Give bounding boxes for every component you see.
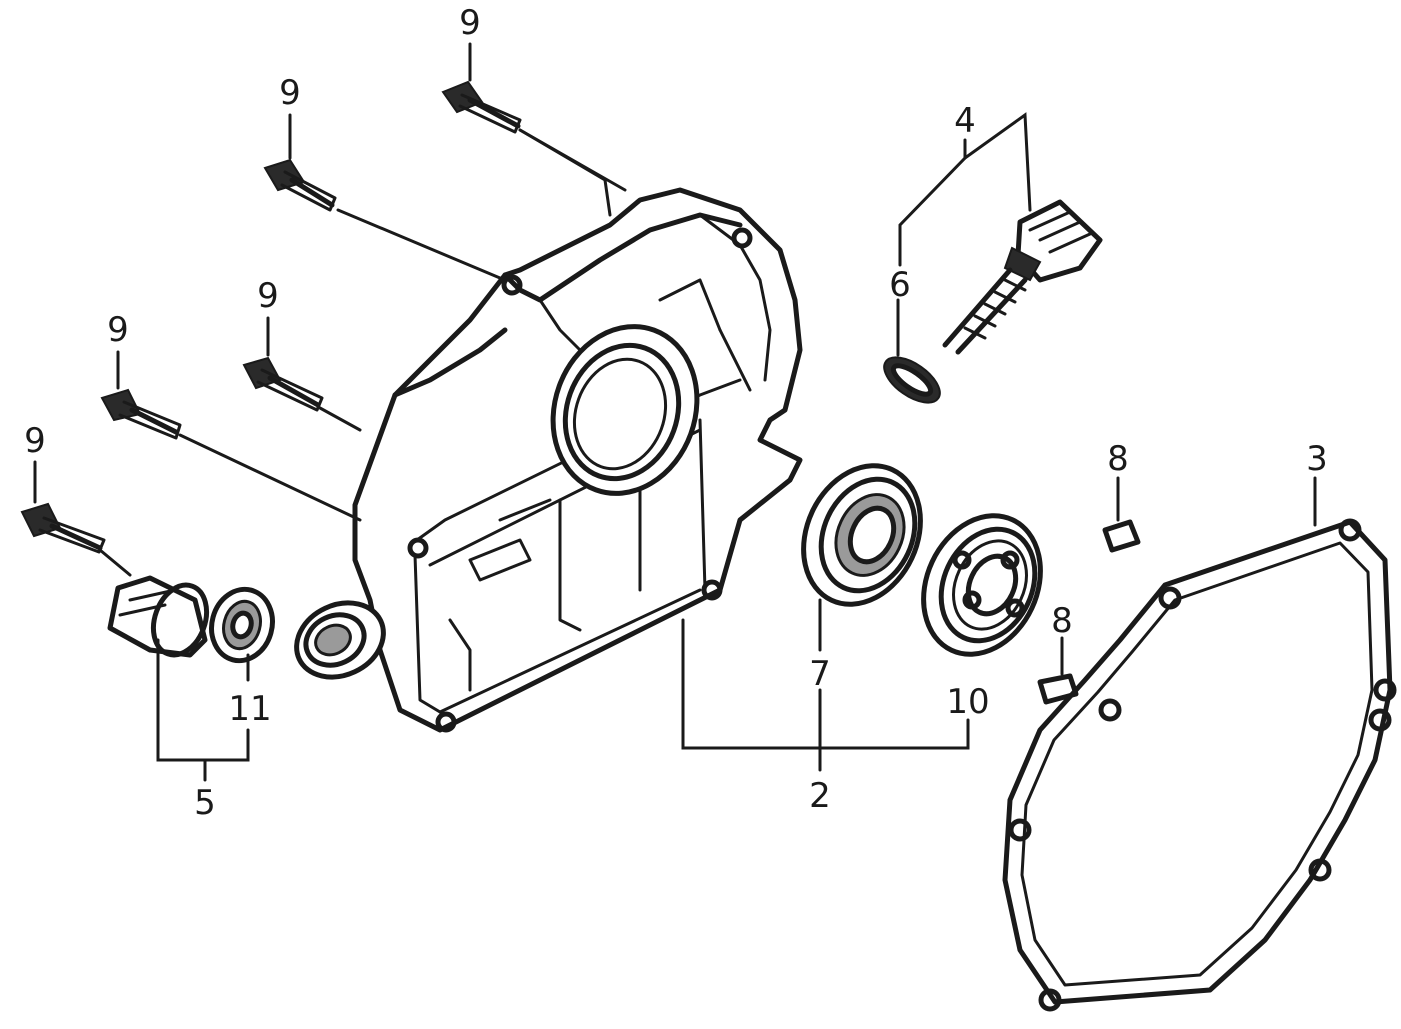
callout-6: 6 bbox=[889, 265, 911, 305]
oil-seal bbox=[921, 513, 1043, 657]
callout-4: 4 bbox=[954, 101, 976, 141]
callout-labels: 9 9 9 9 9 4 6 8 8 3 7 10 2 11 5 bbox=[24, 3, 1328, 823]
leader-lines bbox=[33, 42, 1317, 782]
bolt-9b bbox=[263, 158, 337, 212]
bolt-group bbox=[20, 80, 522, 554]
oil-filler-cap bbox=[942, 199, 1103, 355]
callout-9-top: 9 bbox=[459, 3, 481, 43]
callout-10: 10 bbox=[946, 682, 989, 722]
callout-8-lower: 8 bbox=[1051, 601, 1073, 641]
sleeve-seal bbox=[209, 586, 275, 664]
callout-9-bottom: 9 bbox=[24, 421, 46, 461]
crankcase-cover bbox=[294, 187, 803, 733]
dowel-pin-upper bbox=[1102, 519, 1141, 553]
radial-ball-bearing bbox=[801, 463, 923, 607]
bolt-9c bbox=[242, 356, 324, 412]
callout-9-upper: 9 bbox=[279, 73, 301, 113]
o-ring bbox=[883, 356, 941, 404]
bolt-9d bbox=[100, 388, 182, 440]
dowel-pin-lower bbox=[1037, 673, 1079, 705]
callout-9-left: 9 bbox=[107, 310, 129, 350]
callout-7: 7 bbox=[809, 654, 831, 694]
callout-11: 11 bbox=[228, 689, 271, 729]
callout-2: 2 bbox=[809, 776, 831, 816]
callout-8-upper: 8 bbox=[1107, 439, 1129, 479]
bolt-9a bbox=[441, 80, 522, 134]
governor-sleeve bbox=[107, 575, 210, 658]
callout-9-middle: 9 bbox=[257, 276, 279, 316]
gasket bbox=[1002, 518, 1397, 1012]
callout-5: 5 bbox=[194, 783, 216, 823]
bolt-9e bbox=[20, 502, 106, 554]
callout-3: 3 bbox=[1306, 439, 1328, 479]
